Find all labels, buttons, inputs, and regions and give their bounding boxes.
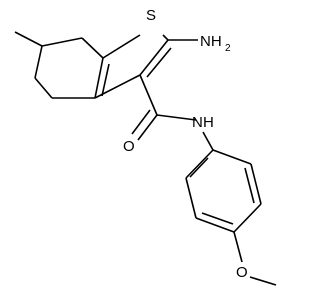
bond-ar3-ar4-double — [201, 212, 234, 225]
bond-c-n — [156, 114, 197, 121]
bond-c7-c7a — [81, 37, 104, 59]
bond-ar1-ar2 — [185, 149, 214, 179]
bond-ar3-ar4 — [195, 217, 235, 233]
bond-c7a-c3a — [94, 57, 104, 99]
amide-nitrogen-label: N — [192, 114, 203, 131]
methoxy-oxygen-label: O — [236, 264, 248, 281]
bond-s-c2 — [162, 34, 169, 41]
amino-subscript: 2 — [225, 43, 231, 54]
bond-c3-c2-double — [146, 47, 172, 78]
bond-ar4-ar5 — [233, 203, 262, 233]
structure-diagram: S NH 2 O N H O — [14, 7, 277, 286]
bond-c6-cmethylbearing — [34, 45, 43, 79]
bond-c3-c2 — [139, 39, 169, 76]
sulfur-label: S — [146, 7, 156, 24]
bond-o-ch3 — [249, 276, 277, 286]
bond-c3-carbonyl — [139, 74, 158, 116]
amide-hydrogen-label: H — [203, 114, 214, 131]
bond-c-o-double — [131, 109, 151, 135]
bond-c-o — [137, 114, 158, 141]
bond-ar5-ar6 — [250, 163, 262, 205]
bond-c7a-c3a-double — [101, 63, 110, 97]
bond-ar6-ar1 — [212, 149, 252, 165]
bond-c6-c7 — [41, 37, 83, 47]
molecule-svg: S NH 2 O N H O — [14, 7, 277, 286]
bond-ar1-ar2-double — [189, 157, 209, 178]
bond-c3a-c3 — [94, 74, 141, 99]
bond-ar4-o — [233, 231, 243, 263]
carbonyl-oxygen-label: O — [123, 138, 135, 155]
bond-ar5-ar6-double — [244, 167, 255, 204]
bond-ar2-ar3 — [185, 177, 197, 219]
bond-c7a-s — [102, 34, 141, 59]
amino-label: NH — [200, 33, 222, 50]
bond-n-aryl — [202, 131, 214, 151]
bond-methyl — [14, 31, 43, 47]
bond-c5-c4 — [34, 77, 53, 99]
